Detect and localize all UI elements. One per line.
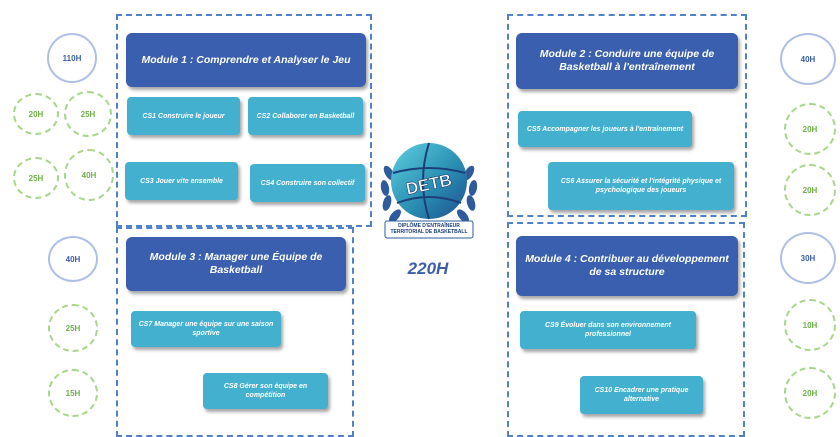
module-3-title: Module 3 : Manager une Équipe de Basketb…	[126, 237, 346, 291]
module-2-title: Module 2 : Conduire une équipe de Basket…	[516, 33, 738, 89]
module-1-hours: 110H	[47, 33, 97, 83]
cs9-hours: 10H	[784, 299, 836, 351]
module-1-frame	[116, 14, 372, 227]
cs2-box: CS2 Collaborer en Basketball	[248, 97, 363, 135]
cs3-box: CS3 Jouer vite ensemble	[125, 162, 238, 200]
cs6-box: CS6 Assurer la sécurité et l'intégrité p…	[548, 162, 734, 210]
cs7-box: CS7 Manager une équipe sur une saison sp…	[131, 311, 281, 347]
cs3-hours: 20H	[13, 93, 59, 135]
cs4-hours: 40H	[64, 149, 114, 201]
total-hours: 220H	[407, 259, 449, 278]
cs1-box: CS1 Construire le joueur	[127, 97, 240, 135]
cs4-box: CS4 Construire son collectif	[250, 164, 365, 202]
cs9-box: CS9 Évoluer dans son environnement profe…	[520, 311, 696, 349]
module-2-frame	[507, 14, 747, 217]
cs8-hours: 15H	[48, 369, 98, 417]
module-4-hours: 30H	[780, 232, 836, 284]
detb-logo: DETB DIPLÔME D'ENTRAÎNEUR TERRITORIAL DE…	[375, 133, 483, 251]
cs7-hours: 25H	[48, 304, 98, 352]
cs10-box: CS10 Encadrer une pratique alternative	[580, 376, 703, 414]
cs8-box: CS8 Gérer son équipe en compétition	[203, 373, 328, 409]
cs6-hours: 20H	[784, 164, 836, 216]
detb-ribbon-text: DIPLÔME D'ENTRAÎNEUR TERRITORIAL DE BASK…	[390, 223, 468, 235]
module-4-title: Module 4 : Contribuer au développement d…	[516, 236, 738, 296]
cs5-box: CS5 Accompagner les joueurs à l'entraîne…	[518, 111, 692, 147]
module-3-hours: 40H	[48, 236, 98, 282]
cs5-hours: 20H	[784, 103, 836, 155]
cs1-hours: 25H	[64, 91, 112, 137]
detb-logo-graphic: DETB DIPLÔME D'ENTRAÎNEUR TERRITORIAL DE…	[380, 142, 478, 239]
cs10-hours: 20H	[784, 367, 836, 419]
cs2-hours: 25H	[13, 157, 59, 199]
module-2-hours: 40H	[780, 33, 836, 85]
module-1-title: Module 1 : Comprendre et Analyser le Jeu	[126, 33, 366, 87]
